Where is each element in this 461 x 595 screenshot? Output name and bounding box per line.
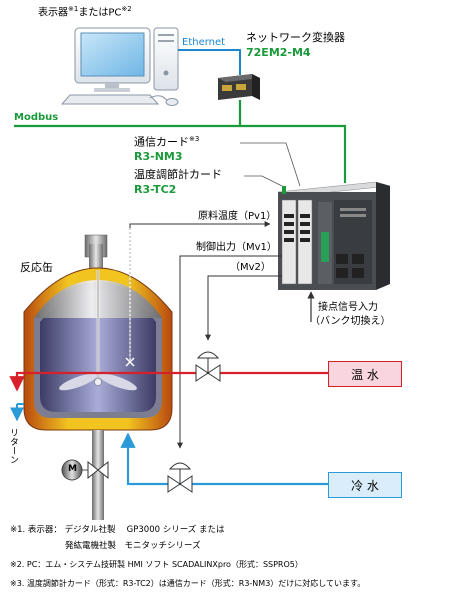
r3-rack: [277, 181, 391, 290]
mv2-line: [205, 275, 282, 341]
cold-water-label: 冷 水: [351, 478, 379, 493]
comm-card-name: 通信カード※3: [134, 135, 200, 149]
cold-water-line: [120, 432, 328, 486]
ethernet-line: [178, 49, 241, 75]
note-3: ※3. 温度調節計カード（形式：R3-TC2）は通信カード（形式：R3-NM3）…: [10, 579, 366, 588]
contact-label-2: （バンク切換え）: [310, 316, 391, 327]
pv1-label: 原料温度（Pv1）: [198, 211, 277, 222]
mv1-line: [177, 255, 282, 449]
note-1b: 発紘電機社製 モニタッチシリーズ: [65, 541, 201, 551]
pc-icon: [60, 27, 179, 106]
converter-name: ネットワーク変換器: [246, 31, 345, 44]
display-label: 表示器※1またはPC※2: [38, 5, 132, 19]
motor-valve: [61, 459, 109, 481]
comm-card-model: R3-NM3: [134, 150, 183, 163]
reactor-label: 反応缶: [20, 261, 53, 274]
temp-card-model: R3-TC2: [134, 183, 177, 196]
cold-valve: [167, 462, 193, 493]
hot-valve: [195, 351, 221, 382]
contact-label-1: 接点信号入力: [318, 302, 378, 313]
note-2: ※2. PC：エム・システム技研製 HMI ソフト SCADALINXpro（形…: [10, 560, 303, 569]
note-1a: ※1. 表示器： デジタル社製 GP3000 シリーズ または: [10, 525, 225, 535]
hot-water-line: [9, 371, 328, 392]
converter-model: 72EM2-M4: [246, 46, 311, 59]
hot-water-box: 温 水: [328, 361, 402, 387]
modbus-label: Modbus: [14, 112, 59, 123]
cold-water-box: 冷 水: [328, 472, 402, 498]
temp-card-name: 温度調節計カード: [134, 168, 222, 181]
modbus-line: [14, 124, 347, 183]
hot-water-label: 温 水: [351, 367, 379, 382]
motor-label: M: [68, 464, 77, 474]
pv1-line: [129, 221, 271, 230]
mv1-label: 制御出力（Mv1）: [196, 242, 277, 253]
network-converter-device: [218, 74, 260, 100]
reactor-vessel: [23, 228, 173, 520]
return-label: リターン: [8, 428, 18, 464]
ethernet-label: Ethernet: [182, 37, 226, 48]
mv2-label: （Mv2）: [230, 262, 271, 273]
